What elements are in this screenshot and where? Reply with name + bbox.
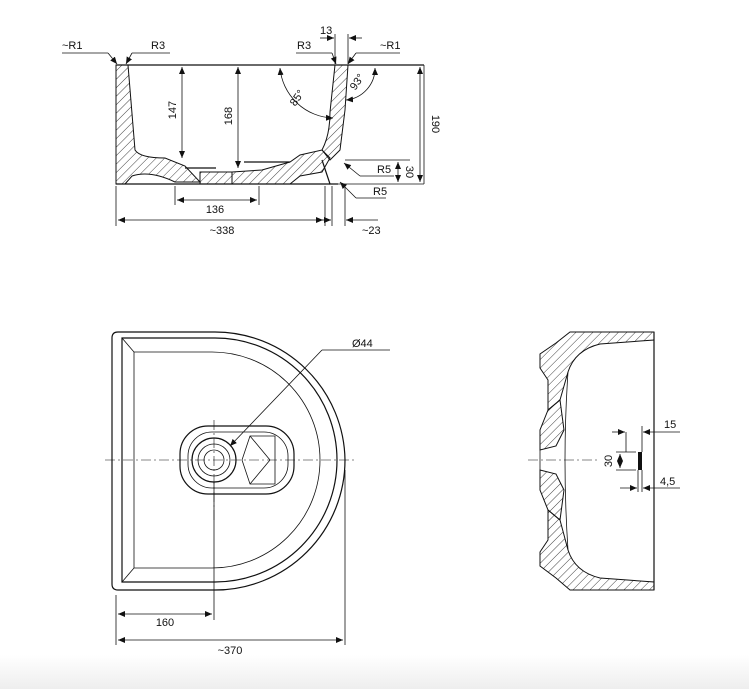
- r1-left-leader: [107, 52, 118, 65]
- r3-right-label: R3: [297, 40, 311, 52]
- dim-23-label: ~23: [362, 225, 381, 237]
- dim-30-label: 30: [403, 166, 415, 178]
- end-inner-profile: [564, 371, 569, 551]
- basin-outer-outline: [111, 331, 346, 591]
- r5-upper-leader: [343, 162, 361, 177]
- dim-338-label: ~338: [210, 225, 235, 237]
- angle-93-arc: [345, 67, 379, 103]
- left-wall-section: [115, 64, 202, 185]
- plan-view: Ø44 160 ~370: [105, 331, 390, 657]
- dia-44-leader: [229, 349, 323, 447]
- right-wall-section: [321, 64, 349, 161]
- r5-upper-label: R5: [377, 164, 391, 176]
- drain-slot-cover: [241, 435, 276, 485]
- dim-15-label: 15: [664, 419, 676, 431]
- dim-147-label: 147: [167, 101, 179, 119]
- dim-370-label: ~370: [218, 645, 243, 657]
- end-bottom-wall-section: [539, 508, 655, 591]
- dim-13-label: 13: [320, 25, 332, 37]
- r3-left-leader: [125, 52, 133, 65]
- end-section-view: 15 30 4,5: [528, 331, 680, 591]
- dim-45-label: 4,5: [660, 476, 675, 488]
- angle-85-arc: [277, 67, 334, 121]
- r1-right-leader: [347, 52, 357, 65]
- end-drain-section-upper: [539, 399, 565, 451]
- bottom-fade: [0, 655, 749, 689]
- side-section-view: 147 168 85° 93° ~R1 R3 R3 ~R1 13 190: [62, 25, 441, 237]
- basin-bowl-inner: [134, 351, 321, 569]
- dim-30-end-label: 30: [603, 455, 615, 467]
- right-bottom-section: [231, 149, 331, 185]
- basin-rim-inner: [121, 337, 338, 583]
- r5-lower-label: R5: [373, 186, 387, 198]
- r1-right-label: ~R1: [380, 40, 401, 52]
- dim-160-label: 160: [156, 617, 174, 629]
- dim-190-label: 190: [429, 115, 441, 133]
- end-drain-section-lower: [539, 469, 565, 521]
- dim-136-label: 136: [206, 204, 224, 216]
- corner-line-top: [121, 337, 135, 353]
- corner-line-bottom: [121, 567, 135, 583]
- r5-lower-leader: [339, 181, 357, 199]
- drain-slot-line-2: [249, 459, 271, 485]
- drain-slot-line-1: [249, 435, 271, 461]
- dia-44-label: Ø44: [352, 338, 373, 350]
- r3-left-label: R3: [151, 40, 165, 52]
- drain-center-section: [199, 171, 233, 185]
- angle-93-label: 93°: [348, 72, 367, 93]
- overflow-slot: [638, 452, 642, 470]
- dim-168-label: 168: [223, 107, 235, 125]
- end-top-wall-section: [539, 331, 655, 412]
- r1-left-label: ~R1: [62, 40, 83, 52]
- angle-85-label: 85°: [288, 88, 307, 109]
